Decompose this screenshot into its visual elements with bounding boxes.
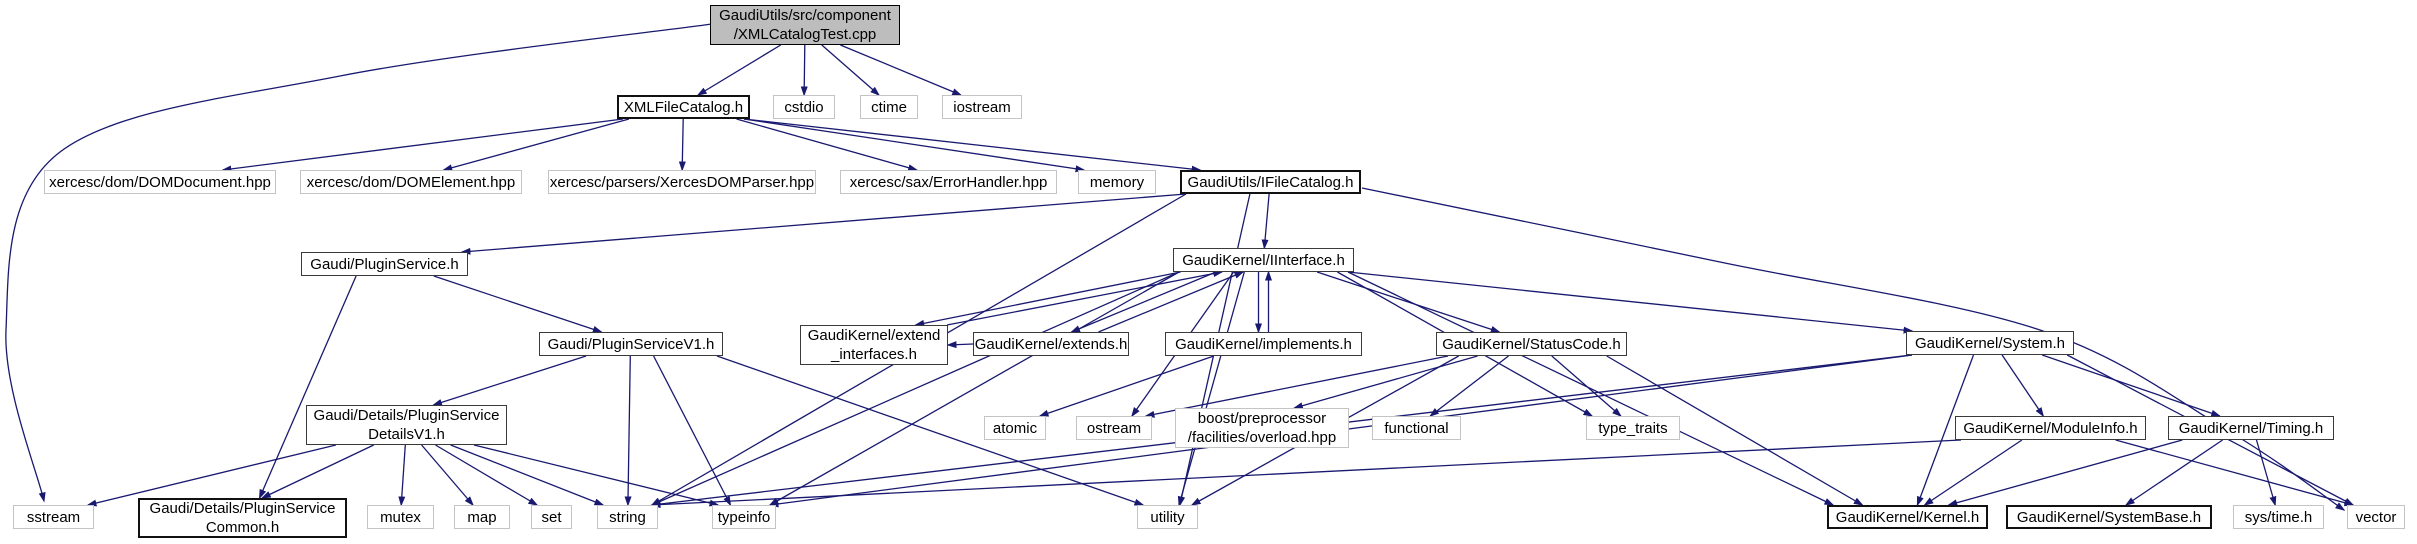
edge-pluginservice-common bbox=[258, 275, 357, 500]
edge-system-timing bbox=[2041, 354, 2222, 417]
node-timing[interactable]: GaudiKernel/Timing.h bbox=[2168, 416, 2334, 440]
edge-iinterface-system bbox=[1347, 271, 1914, 334]
edge-system-moduleinfo bbox=[2001, 354, 2045, 418]
node-extendinterfaces[interactable]: GaudiKernel/extend _interfaces.h bbox=[800, 325, 948, 365]
node-detailsv1[interactable]: Gaudi/Details/PluginService DetailsV1.h bbox=[306, 405, 507, 445]
edge-statuscode-boostoverload bbox=[1292, 355, 1478, 410]
node-ctime: ctime bbox=[860, 95, 918, 119]
edge-detailsv1-set bbox=[435, 444, 539, 506]
node-mutex: mutex bbox=[367, 505, 434, 529]
edge-main-xmlfilecatalog bbox=[696, 44, 782, 96]
edge-iinterface-kernel bbox=[1347, 271, 1835, 506]
node-atomic: atomic bbox=[984, 416, 1046, 440]
edge-statuscode-ostreamn bbox=[1144, 355, 1449, 418]
node-map: map bbox=[454, 505, 510, 529]
edge-iinterface-extendinterfaces bbox=[914, 271, 1181, 327]
node-typeinfo: typeinfo bbox=[712, 505, 776, 529]
node-ifilecatalog[interactable]: GaudiUtils/IFileCatalog.h bbox=[1180, 170, 1361, 194]
edge-iinterface-statuscode bbox=[1316, 271, 1501, 333]
node-kernel[interactable]: GaudiKernel/Kernel.h bbox=[1827, 505, 1988, 529]
node-implements[interactable]: GaudiKernel/implements.h bbox=[1165, 332, 1362, 356]
edge-xmlfilecatalog-errorhandler bbox=[736, 118, 919, 172]
edge-detailsv1-sstream bbox=[86, 444, 337, 507]
edge-detailsv1-map bbox=[421, 444, 474, 507]
edge-iinterface-string bbox=[650, 271, 1180, 506]
edge-moduleinfo-kernel bbox=[1923, 439, 2023, 506]
node-system[interactable]: GaudiKernel/System.h bbox=[1906, 331, 2074, 355]
node-typetraits: type_traits bbox=[1586, 416, 1680, 440]
edge-implements-atomic bbox=[1038, 355, 1215, 417]
node-boostoverload: boost/preprocessor /facilities/overload.… bbox=[1175, 408, 1349, 448]
node-common[interactable]: Gaudi/Details/PluginService Common.h bbox=[138, 498, 347, 538]
edge-pluginservice-pluginservicev1 bbox=[433, 275, 603, 333]
edge-xmlfilecatalog-domdocument bbox=[221, 118, 624, 173]
node-string: string bbox=[597, 505, 658, 529]
edge-main-ctime bbox=[821, 44, 881, 96]
edge-xmlfilecatalog-xercesdomparser bbox=[678, 118, 686, 172]
edge-iinterface-utility bbox=[1177, 271, 1245, 507]
edge-main-cstdio bbox=[800, 44, 808, 97]
node-ostreamn: ostream bbox=[1076, 416, 1152, 440]
edge-detailsv1-common bbox=[260, 444, 374, 499]
node-utility: utility bbox=[1137, 505, 1198, 529]
edge-statuscode-functional bbox=[1429, 355, 1509, 417]
edge-ifilecatalog-pluginservice bbox=[460, 193, 1187, 255]
edge-timing-systembase bbox=[2124, 439, 2223, 506]
edge-detailsv1-mutex bbox=[398, 444, 406, 507]
edge-xmlfilecatalog-memory bbox=[743, 118, 1086, 173]
edge-detailsv1-typeinfo bbox=[473, 444, 720, 507]
node-xercesdomparser: xercesc/parsers/XercesDOMParser.hpp bbox=[548, 170, 816, 194]
edge-moduleinfo-string bbox=[650, 439, 1962, 509]
node-sstream: sstream bbox=[13, 505, 94, 529]
edge-pluginservicev1-typeinfo bbox=[653, 355, 732, 507]
edge-extends-extendinterfaces bbox=[946, 341, 974, 349]
edge-detailsv1-string bbox=[450, 444, 605, 506]
node-statuscode[interactable]: GaudiKernel/StatusCode.h bbox=[1436, 332, 1627, 356]
node-memory: memory bbox=[1078, 170, 1156, 194]
node-cstdio: cstdio bbox=[773, 95, 835, 119]
node-xmlfilecatalog[interactable]: XMLFileCatalog.h bbox=[617, 95, 750, 119]
node-systime: sys/time.h bbox=[2233, 505, 2324, 529]
edge-statuscode-typetraits bbox=[1551, 355, 1622, 417]
node-main: GaudiUtils/src/component /XMLCatalogTest… bbox=[710, 5, 900, 45]
node-systembase[interactable]: GaudiKernel/SystemBase.h bbox=[2006, 505, 2212, 529]
node-errorhandler: xercesc/sax/ErrorHandler.hpp bbox=[840, 170, 1057, 194]
node-domdocument: xercesc/dom/DOMDocument.hpp bbox=[44, 170, 276, 194]
edge-xmlfilecatalog-domelement bbox=[442, 118, 630, 172]
node-set: set bbox=[531, 505, 572, 529]
edge-moduleinfo-vector bbox=[2115, 439, 2355, 507]
edge-extends-iinterface bbox=[1098, 271, 1245, 333]
node-pluginservice[interactable]: Gaudi/PluginService.h bbox=[301, 252, 468, 276]
edge-iinterface-extends bbox=[1070, 271, 1217, 333]
node-vector: vector bbox=[2347, 505, 2405, 529]
edge-main-iostream bbox=[840, 44, 963, 96]
node-iostream: iostream bbox=[942, 95, 1022, 119]
node-moduleinfo[interactable]: GaudiKernel/ModuleInfo.h bbox=[1955, 416, 2146, 440]
edge-xmlfilecatalog-ifilecatalog bbox=[743, 118, 1202, 173]
node-iinterface[interactable]: GaudiKernel/IInterface.h bbox=[1173, 248, 1354, 272]
edge-pluginservicev1-string bbox=[624, 355, 632, 507]
edge-timing-kernel bbox=[1947, 439, 2183, 507]
edge-ifilecatalog-iinterface bbox=[1261, 193, 1270, 250]
node-functional: functional bbox=[1372, 416, 1461, 440]
node-domelement: xercesc/dom/DOMElement.hpp bbox=[300, 170, 522, 194]
edge-timing-systime bbox=[2255, 439, 2277, 507]
edge-extendinterfaces-iinterface bbox=[946, 270, 1224, 326]
edge-iinterface-typeinfo bbox=[768, 271, 1180, 506]
edge-pluginservicev1-detailsv1 bbox=[432, 355, 587, 406]
node-extends[interactable]: GaudiKernel/extends.h bbox=[973, 332, 1129, 356]
node-pluginservicev1[interactable]: Gaudi/PluginServiceV1.h bbox=[539, 332, 723, 356]
